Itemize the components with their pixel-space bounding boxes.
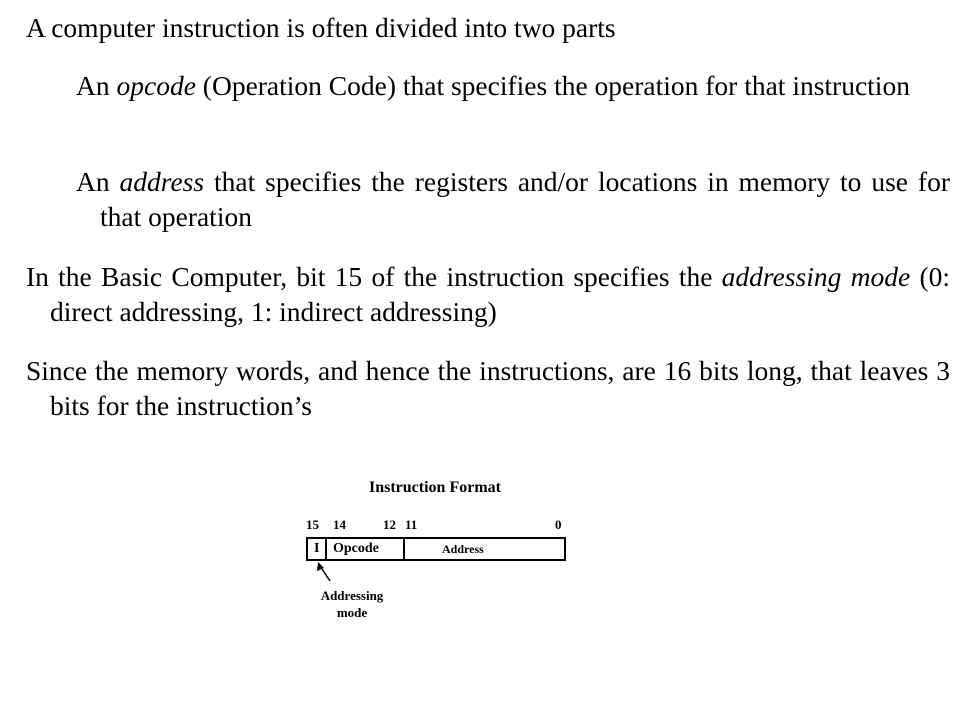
instruction-format-box: I Opcode Address: [306, 537, 566, 561]
bit-label-15: 15: [306, 517, 319, 532]
bit-label-12: 12: [383, 517, 396, 532]
addressing-mode-label-line1: Addressing: [320, 588, 384, 603]
opcode-field: Opcode: [333, 541, 379, 556]
opcode-divider: [403, 539, 405, 559]
addressing-mode-term: addressing mode: [721, 261, 911, 292]
paragraph-instruction-parts: A computer instruction is often divided …: [26, 12, 616, 43]
mode-text-after: (0: direct addressing, 1: indirect addre…: [50, 261, 950, 327]
opcode-text-after: (Operation Code) that specifies the oper…: [195, 70, 910, 101]
diagram-title: Instruction Format: [369, 479, 501, 496]
opcode-term: opcode: [116, 70, 196, 101]
bit-label-14: 14: [333, 517, 346, 532]
bit-label-11: 11: [405, 517, 418, 532]
address-text-before: An: [76, 166, 120, 197]
address-field: Address: [442, 541, 484, 556]
addressing-mode-label: Addressing mode: [300, 587, 404, 621]
addressing-mode-label-line2: mode: [336, 605, 368, 620]
bit-label-0: 0: [555, 517, 562, 532]
mode-text-before: In the Basic Computer, bit 15 of the ins…: [26, 261, 722, 292]
paragraph-opcode: An opcode (Operation Code) that specifie…: [76, 68, 950, 103]
paragraph-bits: Since the memory words, and hence the in…: [26, 355, 950, 421]
opcode-text-before: An: [76, 70, 117, 101]
paragraph-addressing-mode: In the Basic Computer, bit 15 of the ins…: [26, 259, 950, 329]
address-term: address: [119, 166, 205, 197]
paragraph-address: An address that specifies the registers …: [76, 164, 950, 234]
address-text-after: that specifies the registers and/or loca…: [100, 166, 950, 232]
mode-field: I: [314, 541, 320, 556]
mode-divider: [325, 539, 327, 559]
